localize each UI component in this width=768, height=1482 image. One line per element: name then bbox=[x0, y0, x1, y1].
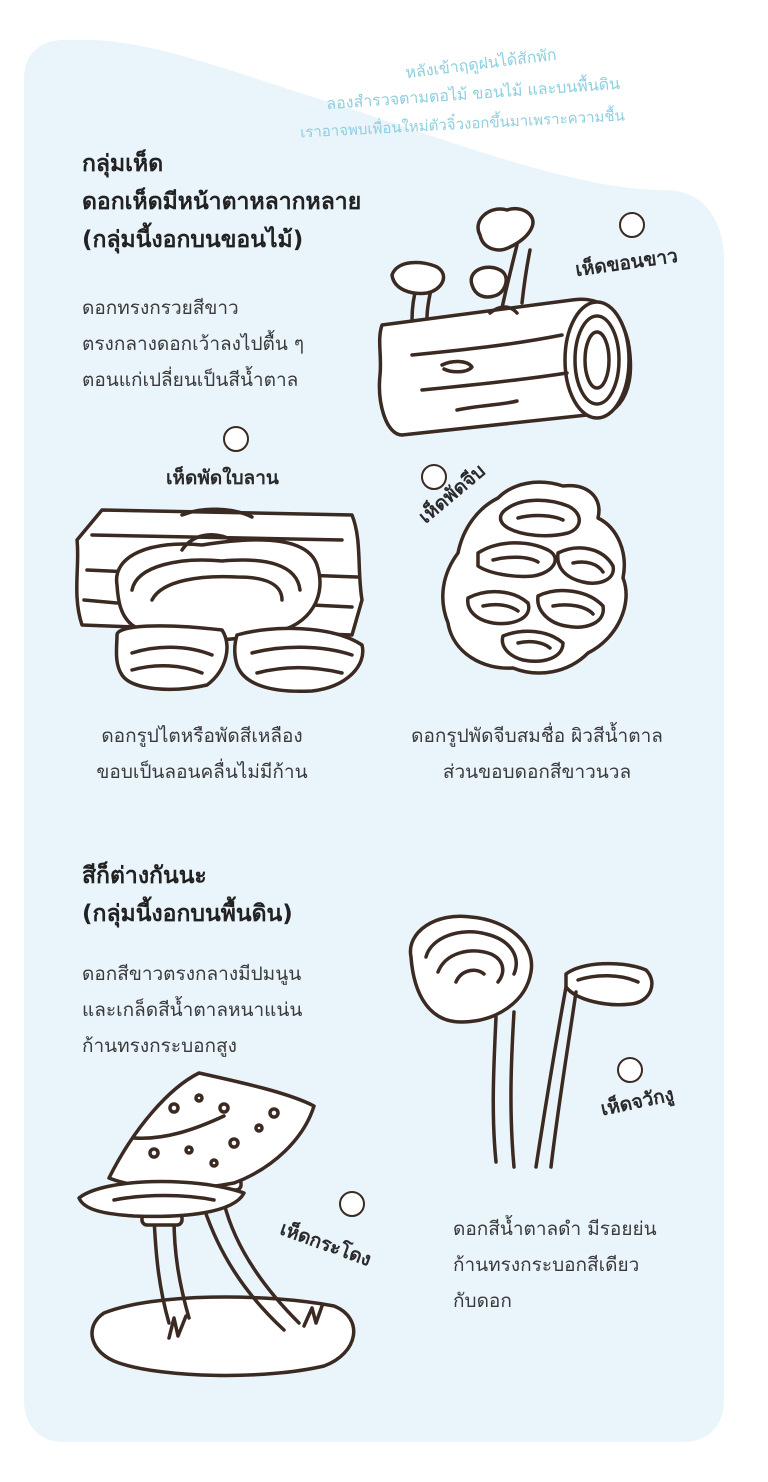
desc-line: ก้านทรงกระบอกสูง bbox=[82, 1035, 237, 1057]
section1-heading: กลุ่มเห็ด ดอกเห็ดมีหน้าตาหลากหลาย (กลุ่ม… bbox=[82, 145, 361, 259]
log-mushroom-illustration bbox=[372, 205, 642, 440]
desc-line: ดอกทรงกรวยสีขาว bbox=[82, 297, 239, 319]
desc-line: ขอบเป็นลอนคลื่นไม่มีก้าน bbox=[96, 761, 308, 783]
parasol-mushroom-illustration bbox=[74, 1068, 364, 1378]
marker-circle bbox=[619, 212, 645, 238]
item-khon-khao-desc: ดอกทรงกรวยสีขาว ตรงกลางดอกเว้าลงไปตื้น ๆ… bbox=[82, 290, 304, 398]
snake-ladle-mushroom-illustration bbox=[396, 912, 668, 1177]
desc-line: ก้านทรงกระบอกสีเดียว bbox=[453, 1254, 640, 1276]
fan-mushroom-illustration bbox=[72, 495, 372, 695]
desc-line: ตอนแก่เปลี่ยนเป็นสีน้ำตาล bbox=[82, 369, 299, 391]
section2-heading: สีก็ต่างกันนะ (กลุ่มนี้งอกบนพื้นดิน) bbox=[82, 857, 293, 933]
marker-circle bbox=[223, 426, 249, 452]
desc-line: ตรงกลางดอกเว้าลงไปตื้น ๆ bbox=[82, 333, 305, 355]
section1-heading-line: (กลุ่มนี้งอกบนขอนไม้) bbox=[82, 227, 304, 253]
section1-heading-line: ดอกเห็ดมีหน้าตาหลากหลาย bbox=[82, 189, 362, 215]
desc-line: กับดอก bbox=[453, 1290, 512, 1312]
item-chawak-ngu-desc: ดอกสีน้ำตาลดำ มีรอยย่น ก้านทรงกระบอกสีเด… bbox=[453, 1211, 657, 1319]
desc-line: และเกล็ดสีน้ำตาลหนาแน่น bbox=[82, 999, 303, 1021]
desc-line: ดอกสีน้ำตาลดำ มีรอยย่น bbox=[453, 1218, 657, 1240]
section1-heading-line: กลุ่มเห็ด bbox=[82, 151, 164, 177]
ruffled-mushroom-illustration bbox=[438, 478, 634, 678]
marker-circle bbox=[421, 464, 447, 490]
section2-heading-line: (กลุ่มนี้งอกบนพื้นดิน) bbox=[82, 901, 293, 927]
desc-line: ดอกรูปพัดจีบสมชื่อ ผิวสีน้ำตาล bbox=[411, 725, 663, 747]
item-phat-chip-desc: ดอกรูปพัดจีบสมชื่อ ผิวสีน้ำตาล ส่วนขอบดอ… bbox=[382, 718, 692, 790]
section2-heading-line: สีก็ต่างกันนะ bbox=[82, 863, 207, 889]
marker-circle bbox=[339, 1191, 365, 1217]
desc-line: ส่วนขอบดอกสีขาวนวล bbox=[442, 761, 632, 783]
item-phat-bai-lan-desc: ดอกรูปไตหรือพัดสีเหลือง ขอบเป็นลอนคลื่นไ… bbox=[62, 718, 342, 790]
item-kra-dong-desc: ดอกสีขาวตรงกลางมีปมนูน และเกล็ดสีน้ำตาลห… bbox=[82, 956, 302, 1064]
desc-line: ดอกสีขาวตรงกลางมีปมนูน bbox=[82, 963, 302, 985]
marker-circle bbox=[617, 1057, 643, 1083]
item-phat-bai-lan-label: เห็ดพัดใบลาน bbox=[166, 467, 279, 489]
desc-line: ดอกรูปไตหรือพัดสีเหลือง bbox=[101, 725, 303, 747]
